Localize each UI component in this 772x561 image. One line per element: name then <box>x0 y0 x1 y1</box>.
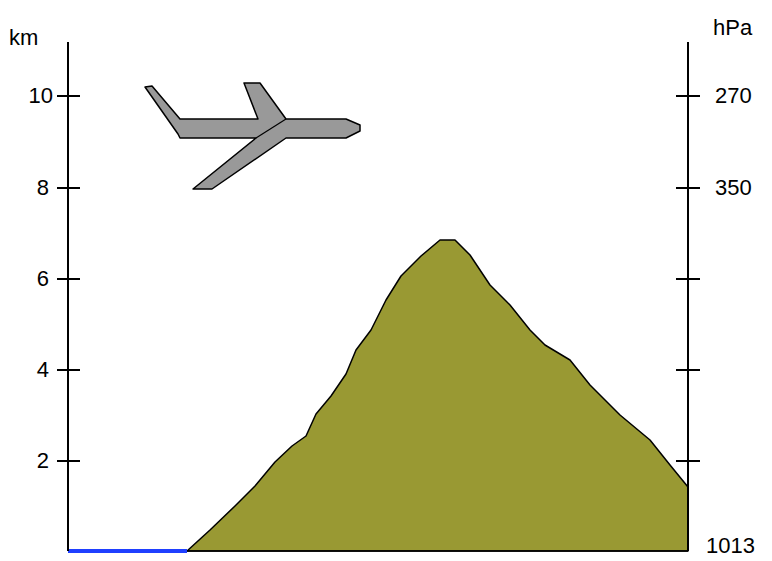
axis-value: 1013 <box>706 534 755 558</box>
axis-value: 10 <box>29 84 53 108</box>
axis-value: 6 <box>37 267 49 291</box>
right-axis <box>687 42 689 551</box>
right-ticks <box>676 96 700 461</box>
axis-value: 8 <box>37 176 49 200</box>
axis-unit: km <box>9 26 38 50</box>
axis-unit: hPa <box>713 16 752 40</box>
mountain <box>187 240 688 551</box>
left-axis <box>67 42 69 551</box>
airplane-wing-root <box>256 119 286 138</box>
axis-value: 270 <box>715 84 752 108</box>
axis-value: 2 <box>37 449 49 473</box>
left-ticks <box>57 96 80 461</box>
axis-value: 350 <box>715 176 752 200</box>
axis-value: 4 <box>37 358 49 382</box>
sea-line <box>68 549 187 553</box>
airplane <box>145 83 360 189</box>
ground-line <box>187 550 688 552</box>
